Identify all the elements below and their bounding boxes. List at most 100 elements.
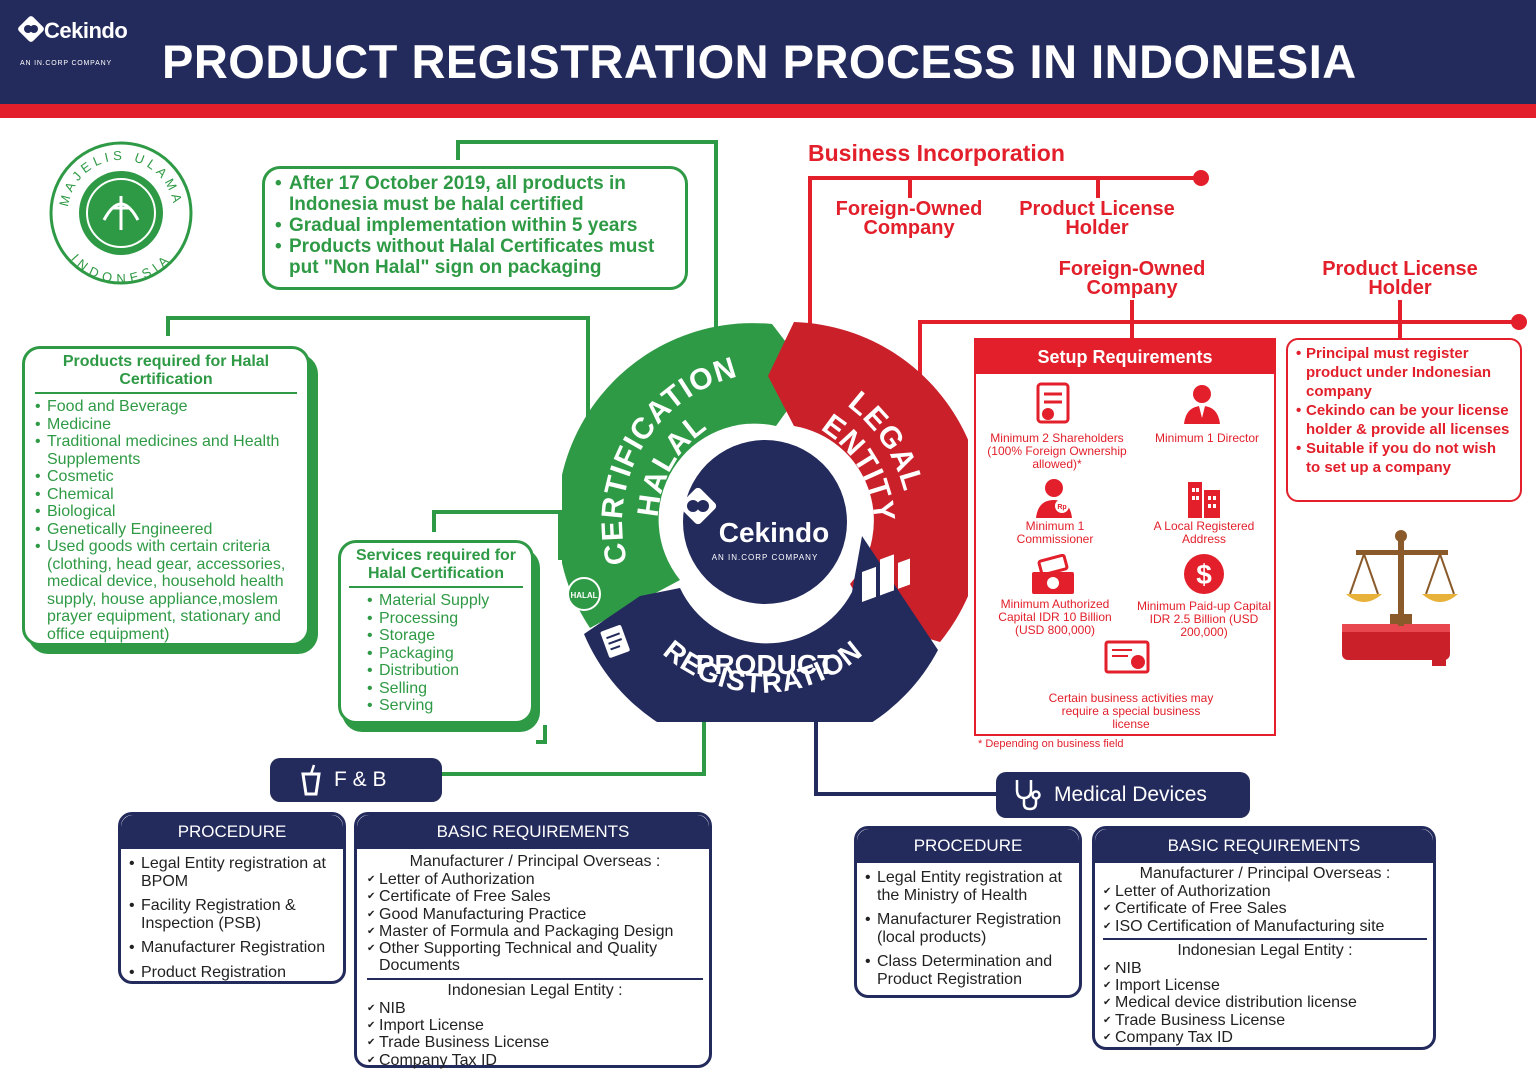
product-item: Cosmetic	[35, 468, 297, 486]
center-cekindo-mark-icon	[679, 487, 717, 525]
director-icon	[1184, 385, 1220, 424]
fnb-tag-label: F & B	[334, 768, 387, 791]
product-item: Chemical	[35, 486, 297, 504]
fnb-manufacturer-item: Master of Formula and Packaging Design	[367, 923, 703, 941]
product-item: Used goods with certain criteria (clothi…	[35, 538, 297, 643]
service-item: Packaging	[367, 645, 523, 663]
setup-requirements-title: Setup Requirements	[976, 340, 1274, 374]
services-required-box: Services required for Halal Certificatio…	[338, 540, 534, 724]
services-required-title: Services required for Halal Certificatio…	[349, 547, 523, 588]
license-holder-box: Principal must register product under In…	[1286, 338, 1522, 502]
fnb-manufacturer-item: Good Manufacturing Practice	[367, 906, 703, 924]
service-item: Serving	[367, 697, 523, 715]
service-item: Processing	[367, 610, 523, 628]
service-item: Distribution	[367, 662, 523, 680]
req-authorized-capital: Minimum Authorized Capital IDR 10 Billio…	[998, 597, 1112, 637]
option-foreign-owned-company: Foreign-Owned Company	[835, 198, 983, 239]
product-item: Food and Beverage	[35, 398, 297, 416]
medical-manufacturer-item: Certificate of Free Sales	[1103, 900, 1427, 918]
center-logo-word: Cekindo	[719, 517, 829, 548]
req-shareholders: Minimum 2 Shareholders (100% Foreign Own…	[987, 431, 1127, 471]
office-building-icon	[1188, 482, 1220, 518]
medical-requirements-title: BASIC REQUIREMENTS	[1095, 829, 1433, 863]
rupiah-symbol: Rp	[1057, 504, 1066, 511]
medical-entity-item: Medical device distribution license	[1103, 994, 1427, 1012]
medical-entity-title: Indonesian Legal Entity :	[1177, 941, 1353, 959]
commissioner-icon: Rp	[1036, 479, 1072, 518]
service-item: Material Supply	[367, 592, 523, 610]
product-label-line1: PRODUCT	[696, 649, 834, 680]
certificate-icon	[1036, 382, 1070, 424]
fnb-entity-item: Import License	[367, 1017, 703, 1035]
medical-entity-item: Import License	[1103, 977, 1427, 995]
option-product-license-holder: Product License Holder	[1019, 198, 1175, 239]
req-paidup-capital: Minimum Paid-up Capital IDR 2.5 Billion …	[1136, 599, 1272, 639]
document-icon	[600, 625, 630, 658]
medical-entity-item: NIB	[1103, 960, 1427, 978]
center-logo-sub: AN IN.CORP COMPANY	[712, 553, 819, 562]
fnb-procedure-item: Facility Registration & Inspection (PSB)	[129, 897, 341, 932]
cekindo-logo: Cekindo AN IN.CORP COMPANY	[18, 16, 138, 72]
fnb-procedure-item: Legal Entity registration at BPOM	[129, 855, 341, 890]
product-license-holder-label: Product License Holder	[1322, 258, 1478, 299]
fnb-manufacturer-item: Certificate of Free Sales	[367, 888, 703, 906]
license-holder-item: Cekindo can be your license holder & pro…	[1296, 401, 1512, 439]
req-local-address: A Local Registered Address	[1153, 519, 1255, 546]
service-item: Storage	[367, 627, 523, 645]
setup-footnote: * Depending on business field	[978, 738, 1124, 750]
products-required-title: Products required for Halal Certificatio…	[35, 353, 297, 394]
medical-manufacturer-title: Manufacturer / Principal Overseas :	[1139, 865, 1391, 882]
medical-procedure-item: Manufacturer Registration (local product…	[865, 911, 1077, 946]
halal-segment	[562, 323, 812, 628]
license-holder-item: Principal must register product under In…	[1296, 344, 1512, 401]
fnb-tag: F & B	[270, 758, 442, 802]
product-segment	[584, 536, 938, 722]
fnb-procedure-item: Manufacturer Registration	[129, 939, 341, 957]
medical-procedure-item: Legal Entity registration at the Ministr…	[865, 869, 1077, 904]
medical-divider	[1103, 937, 1427, 940]
halal-note-item: Gradual implementation within 5 years	[275, 215, 675, 236]
halal-deadline-note: After 17 October 2019, all products in I…	[262, 166, 688, 290]
req-commissioner: Minimum 1 Commissioner	[1016, 519, 1094, 546]
fnb-entity-title: Indonesian Legal Entity :	[447, 981, 623, 999]
medical-devices-tag: Medical Devices	[996, 772, 1250, 818]
scales-of-justice-icon	[1342, 530, 1458, 666]
business-license-icon	[1104, 640, 1150, 674]
fnb-procedure-item: Product Registration	[129, 964, 341, 982]
product-item: Genetically Engineered	[35, 521, 297, 539]
page-title: PRODUCT REGISTRATION PROCESS IN INDONESI…	[162, 35, 1357, 88]
medical-entity-item: Company Tax ID	[1103, 1029, 1427, 1047]
fnb-requirements-title: BASIC REQUIREMENTS	[357, 815, 709, 849]
req-business-license: Certain business activities may require …	[1048, 691, 1214, 731]
products-required-box: Products required for Halal Certificatio…	[22, 346, 310, 646]
fnb-manufacturer-item: Letter of Authorization	[367, 871, 703, 889]
legal-segment	[768, 322, 968, 642]
svg-text:$: $	[1196, 559, 1212, 590]
halal-note-item: After 17 October 2019, all products in I…	[275, 173, 675, 215]
medical-devices-tag-label: Medical Devices	[1054, 783, 1207, 806]
service-item: Selling	[367, 680, 523, 698]
halal-badge-icon	[567, 577, 601, 611]
license-holder-item: Suitable if you do not wish to set up a …	[1296, 439, 1512, 477]
product-item: Traditional medicines and Health Supplem…	[35, 433, 297, 468]
medical-manufacturer-item: ISO Certification of Manufacturing site	[1103, 918, 1427, 936]
setup-requirements-box: Setup Requirements Rp $	[974, 338, 1276, 736]
product-item: Biological	[35, 503, 297, 521]
fnb-procedure-box: PROCEDURE Legal Entity registration at B…	[118, 812, 346, 984]
product-item: Medicine	[35, 416, 297, 434]
process-wheel: CERTIFICATION HALAL LEGAL ENTITY REGISTR…	[562, 322, 968, 722]
building-icon	[862, 554, 910, 602]
capital-cash-icon	[1032, 554, 1074, 594]
medical-procedure-box: PROCEDURE Legal Entity registration at t…	[854, 826, 1082, 998]
medical-entity-item: Trade Business License	[1103, 1012, 1427, 1030]
medical-requirements-box: BASIC REQUIREMENTS Manufacturer / Princi…	[1092, 826, 1436, 1050]
stethoscope-icon	[1015, 780, 1041, 811]
logo-tagline: AN IN.CORP COMPANY	[20, 60, 112, 67]
req-director: Minimum 1 Director	[1154, 431, 1259, 445]
fnb-procedure-title: PROCEDURE	[121, 815, 343, 849]
business-incorporation-title: Business Incorporation	[808, 140, 1065, 166]
fnb-entity-item: Company Tax ID	[367, 1052, 703, 1070]
fnb-divider	[367, 977, 703, 980]
fnb-entity-item: Trade Business License	[367, 1034, 703, 1052]
